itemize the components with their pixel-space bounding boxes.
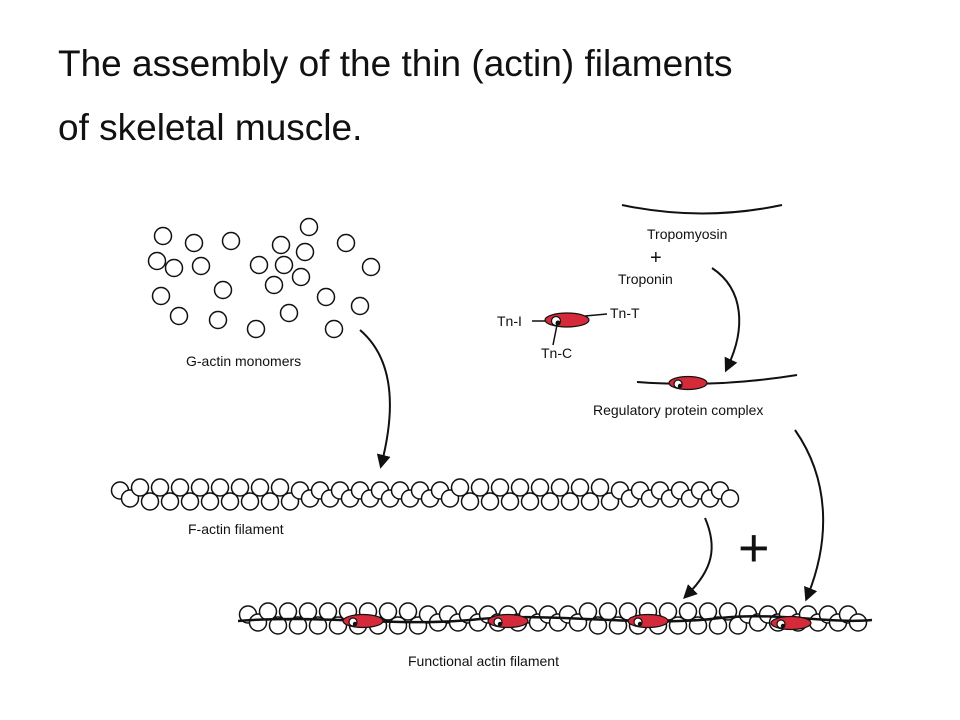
actin-subunit bbox=[288, 616, 308, 635]
actin-subunit bbox=[560, 492, 580, 511]
actin-subunit bbox=[170, 478, 190, 497]
actin-subunit bbox=[490, 478, 510, 497]
g-actin-monomer bbox=[316, 287, 336, 307]
bound-troponin-complex bbox=[342, 613, 384, 629]
actin-subunit bbox=[180, 492, 200, 511]
title-line-1: The assembly of the thin (actin) filamen… bbox=[58, 43, 733, 84]
regulatory-protein-complex bbox=[636, 374, 798, 391]
arrow-monomers-to-factin bbox=[359, 329, 391, 469]
arrow-factin-to-functional bbox=[683, 517, 713, 599]
title-line-2: of skeletal muscle. bbox=[58, 107, 363, 148]
actin-subunit bbox=[720, 489, 740, 508]
actin-subunit bbox=[500, 492, 520, 511]
g-actin-monomer bbox=[299, 217, 319, 237]
g-actin-monomer bbox=[274, 255, 294, 275]
g-actin-monomer bbox=[295, 242, 315, 262]
plus-small: + bbox=[650, 247, 662, 269]
actin-subunit bbox=[200, 492, 220, 511]
actin-subunit bbox=[270, 478, 290, 497]
f-actin-label: F-actin filament bbox=[188, 521, 284, 537]
actin-subunit bbox=[480, 492, 500, 511]
tn-t-label: Tn-T bbox=[610, 305, 640, 321]
actin-subunit bbox=[150, 478, 170, 497]
g-actin-monomer bbox=[264, 275, 284, 295]
g-actin-monomer bbox=[324, 319, 344, 339]
g-actin-label: G-actin monomers bbox=[186, 353, 301, 369]
actin-subunit bbox=[210, 478, 230, 497]
g-actin-monomer bbox=[246, 319, 266, 339]
actin-subunit bbox=[848, 613, 868, 632]
actin-subunit bbox=[130, 478, 150, 497]
actin-subunit bbox=[140, 492, 160, 511]
troponin-complex bbox=[532, 312, 608, 346]
troponin-label: Troponin bbox=[618, 271, 673, 287]
tn-c-label: Tn-C bbox=[541, 345, 572, 361]
actin-subunit bbox=[378, 602, 398, 621]
g-actin-monomer bbox=[169, 306, 189, 326]
actin-subunit bbox=[580, 492, 600, 511]
actin-subunit bbox=[550, 478, 570, 497]
g-actin-monomer bbox=[151, 286, 171, 306]
functional-label: Functional actin filament bbox=[408, 653, 559, 669]
functional-actin-filament bbox=[237, 602, 873, 635]
g-actin-monomer bbox=[271, 235, 291, 255]
actin-subunit bbox=[530, 478, 550, 497]
actin-subunit bbox=[540, 492, 560, 511]
g-actin-monomer bbox=[164, 258, 184, 278]
tropomyosin-strand bbox=[621, 204, 783, 215]
g-actin-monomer bbox=[350, 296, 370, 316]
actin-subunit bbox=[220, 492, 240, 511]
bound-troponin-complex bbox=[627, 613, 669, 629]
actin-subunit bbox=[570, 478, 590, 497]
g-actin-monomer bbox=[279, 303, 299, 323]
bound-troponin-complex bbox=[770, 615, 812, 631]
g-actin-monomer bbox=[208, 310, 228, 330]
actin-subunit bbox=[588, 616, 608, 635]
actin-subunit bbox=[250, 478, 270, 497]
actin-subunit bbox=[460, 492, 480, 511]
tn-i-label: Tn-I bbox=[497, 313, 522, 329]
g-actin-monomer bbox=[213, 280, 233, 300]
actin-subunit bbox=[268, 616, 288, 635]
regulatory-label: Regulatory protein complex bbox=[593, 402, 763, 418]
arrow-to-regulatory bbox=[711, 267, 741, 373]
g-actin-monomer bbox=[221, 231, 241, 251]
actin-subunit bbox=[230, 478, 250, 497]
actin-subunit bbox=[510, 478, 530, 497]
g-actin-monomer bbox=[147, 251, 167, 271]
actin-subunit bbox=[718, 602, 738, 621]
actin-subunit bbox=[470, 478, 490, 497]
actin-subunit bbox=[590, 478, 610, 497]
g-actin-monomer bbox=[361, 257, 381, 277]
g-actin-monomer bbox=[191, 256, 211, 276]
bound-troponin-complex bbox=[487, 613, 529, 629]
g-actin-monomers bbox=[147, 217, 381, 339]
tropomyosin-label: Tropomyosin bbox=[647, 226, 727, 242]
g-actin-monomer bbox=[153, 226, 173, 246]
actin-subunit bbox=[190, 478, 210, 497]
g-actin-monomer bbox=[291, 267, 311, 287]
actin-subunit bbox=[398, 602, 418, 621]
actin-subunit bbox=[260, 492, 280, 511]
slide-title: The assembly of the thin (actin) filamen… bbox=[58, 32, 918, 160]
arrow-regulatory-to-functional bbox=[794, 429, 825, 602]
actin-subunit bbox=[160, 492, 180, 511]
actin-subunit bbox=[450, 478, 470, 497]
actin-subunit bbox=[308, 616, 328, 635]
actin-subunit bbox=[520, 492, 540, 511]
g-actin-monomer bbox=[184, 233, 204, 253]
g-actin-monomer bbox=[249, 255, 269, 275]
actin-subunit bbox=[240, 492, 260, 511]
g-actin-monomer bbox=[336, 233, 356, 253]
plus-big: + bbox=[738, 518, 770, 578]
f-actin-filament bbox=[110, 478, 740, 511]
